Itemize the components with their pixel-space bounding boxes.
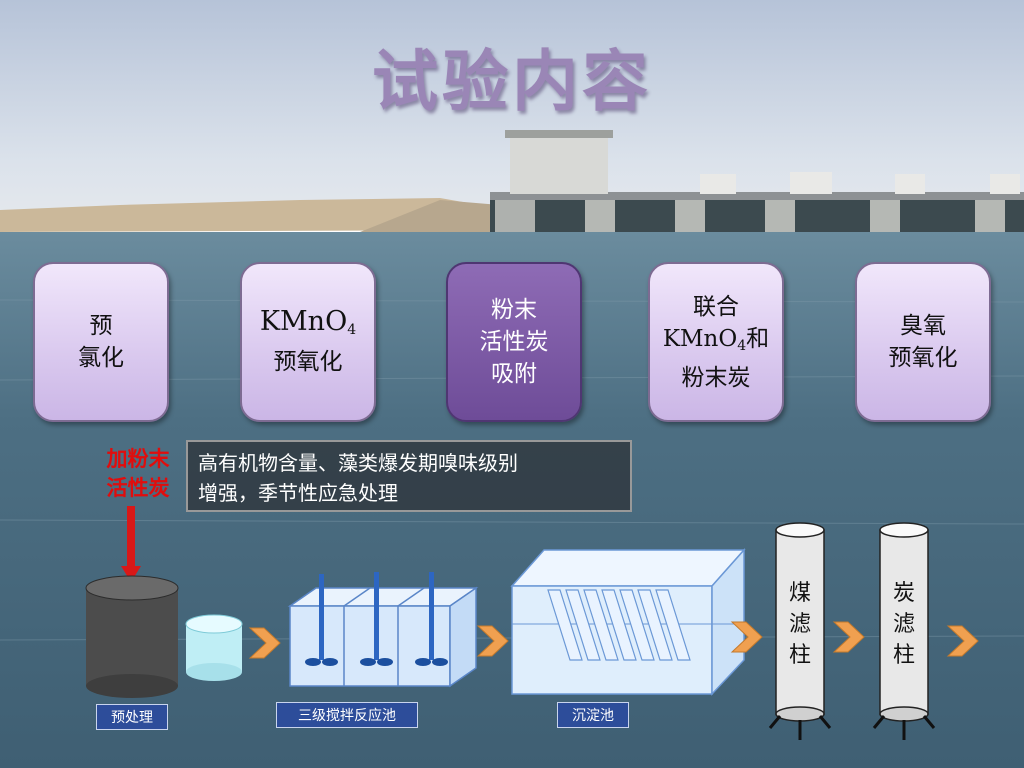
- carbon-filter-column: [872, 522, 936, 740]
- carbon-filter-label: 炭 滤 柱: [892, 581, 915, 668]
- pretreatment-tank: [85, 575, 179, 698]
- reactor-tag: 三级搅拌反应池: [276, 702, 418, 728]
- card-line: 吸附: [491, 361, 537, 387]
- chevron-right-icon: [476, 625, 509, 657]
- card-line: KMnO4: [259, 306, 357, 338]
- red-down-arrow-icon: [121, 506, 141, 582]
- card-line: 粉末炭: [681, 364, 751, 391]
- card-line: 氯化: [78, 345, 124, 371]
- card-line: 预氧化: [273, 349, 343, 375]
- coal-filter-label: 煤 滤 柱: [788, 581, 811, 668]
- chevron-right-icon: [730, 621, 763, 653]
- card-line: 粉末: [491, 297, 537, 323]
- card-line: 活性炭: [479, 329, 549, 355]
- card-line: 臭氧: [900, 313, 946, 339]
- chevron-right-icon: [832, 621, 865, 653]
- add-pac-label: 加粉末 活性炭: [106, 447, 170, 500]
- card-kmno4-preoxidation[interactable]: KMnO4 预氧化: [240, 262, 376, 422]
- card-line: 预氧化: [888, 345, 958, 371]
- coal-filter-column: [768, 522, 832, 740]
- card-line: 联合: [693, 293, 739, 320]
- card-line: 预: [89, 313, 113, 339]
- mixing-reactor: [287, 586, 479, 688]
- dosing-tank: [185, 614, 243, 681]
- stirrer-icon: [305, 572, 448, 666]
- slide-title: 试验内容: [372, 43, 652, 120]
- card-line: KMnO4和: [662, 325, 770, 354]
- card-pac-adsorption[interactable]: 粉末 活性炭 吸附: [446, 262, 582, 422]
- card-ozone-preoxidation[interactable]: 臭氧 预氧化: [855, 262, 991, 422]
- card-combined-kmno4-pac[interactable]: 联合 KMnO4和 粉末炭: [648, 262, 784, 422]
- chevron-right-icon: [946, 625, 979, 657]
- pretreatment-tag: 预处理: [96, 704, 168, 730]
- settling-tank: [510, 548, 746, 696]
- settling-tag: 沉淀池: [557, 702, 629, 728]
- chevron-right-icon: [248, 627, 281, 659]
- card-prechlorination[interactable]: 预 氯化: [33, 262, 169, 422]
- settling-plates: [547, 589, 691, 661]
- note-box: 高有机物含量、藻类爆发期嗅味级别 增强，季节性应急处理: [186, 440, 632, 512]
